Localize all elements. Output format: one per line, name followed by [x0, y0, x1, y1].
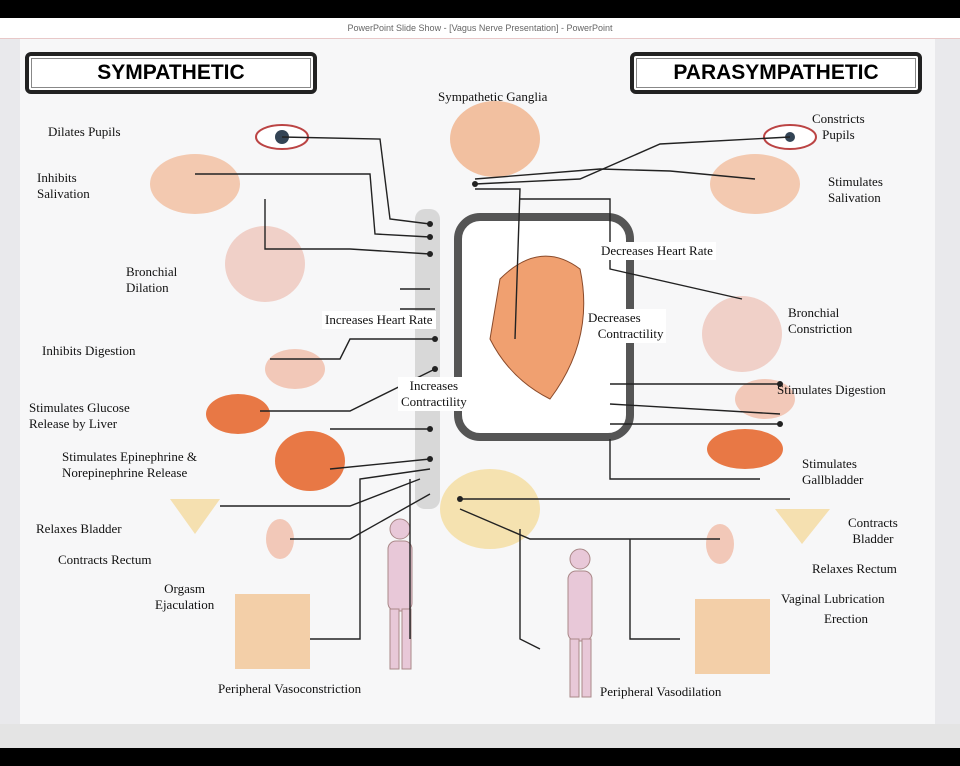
label-erection: Erection [824, 611, 869, 626]
body-figure-right [567, 548, 593, 698]
slide: SYMPATHETIC PARASYMPATHETIC Sympathetic … [0, 39, 960, 724]
text: Constriction [788, 321, 853, 336]
text: Ejaculation [155, 597, 215, 612]
label-increases-heart-rate: Increases Heart Rate [322, 311, 436, 329]
bladder-right [775, 509, 830, 544]
bladder-left [170, 499, 220, 534]
text: Norepinephrine Release [62, 465, 188, 480]
text: Bronchial [788, 305, 840, 320]
synapse-dots [427, 181, 783, 502]
text: Stimulates [828, 174, 883, 189]
label-decreases-contractility: Decreases Contractility [585, 309, 667, 343]
rectum-right [706, 524, 734, 564]
text: Contractility [597, 326, 664, 341]
sympathetic-header: SYMPATHETIC [25, 52, 317, 94]
parasympathetic-header: PARASYMPATHETIC [630, 52, 922, 94]
text: Increases [409, 378, 459, 393]
label-stimulates-digestion: Stimulates Digestion [777, 382, 886, 397]
pelvic-section-right [695, 599, 770, 674]
liver-left [206, 394, 270, 434]
label-inhibits-digestion: Inhibits Digestion [42, 343, 136, 358]
label-vaginal-lubrication: Vaginal Lubrication [781, 591, 885, 606]
text: Stimulates Glucose [29, 400, 130, 415]
label-dilates-pupils: Dilates Pupils [48, 124, 121, 139]
stomach-right [735, 379, 795, 419]
label-contracts-rectum: Contracts Rectum [58, 552, 152, 567]
text: Bronchial [126, 264, 178, 279]
kidneys [275, 431, 345, 491]
text: Stimulates [802, 456, 857, 471]
label-sympathetic-ganglia: Sympathetic Ganglia [438, 89, 548, 104]
text: Contracts [848, 515, 898, 530]
text: Dilation [126, 280, 169, 295]
nerve-lines [195, 136, 791, 650]
text: Orgasm [164, 581, 206, 596]
label-decreases-heart-rate: Decreases Heart Rate [598, 242, 716, 260]
label-relaxes-rectum: Relaxes Rectum [812, 561, 897, 576]
pelvic-section-left [235, 594, 310, 669]
text: Stimulates Epinephrine & [62, 449, 198, 464]
text: Salivation [828, 190, 881, 205]
text: Inhibits [37, 170, 77, 185]
stomach-left [265, 349, 325, 389]
mouth-left [150, 154, 240, 214]
rectum-left [266, 519, 294, 559]
lungs-left [225, 226, 305, 302]
body-figure-left [387, 518, 413, 670]
lungs-right [702, 296, 782, 372]
diagram-graphics [150, 101, 830, 698]
text: Contractility [401, 394, 467, 409]
window-title: PowerPoint Slide Show - [Vagus Nerve Pre… [347, 23, 613, 33]
text: Constricts [812, 111, 865, 126]
label-relaxes-bladder: Relaxes Bladder [36, 521, 122, 536]
brain-illustration [450, 101, 540, 177]
text: Pupils [822, 127, 855, 142]
label-peripheral-vasoconstriction: Peripheral Vasoconstriction [218, 681, 362, 696]
text: Bladder [852, 531, 894, 546]
pelvis-illustration [440, 469, 540, 549]
diagram-canvas: SYMPATHETIC PARASYMPATHETIC Sympathetic … [20, 39, 935, 724]
text: Release by Liver [29, 416, 118, 431]
mouth-right [710, 154, 800, 214]
label-epinephrine-release: Stimulates Epinephrine &Norepinephrine R… [62, 449, 197, 481]
label-peripheral-vasodilation: Peripheral Vasodilation [600, 684, 722, 699]
text: Gallbladder [802, 472, 864, 487]
text: Salivation [37, 186, 90, 201]
liver-right [707, 429, 783, 469]
text: Decreases [588, 310, 641, 325]
spinal-cord [415, 209, 440, 509]
window-title-bar: PowerPoint Slide Show - [Vagus Nerve Pre… [0, 18, 960, 39]
heart-illustration [489, 255, 585, 400]
bottom-bar [0, 724, 960, 748]
